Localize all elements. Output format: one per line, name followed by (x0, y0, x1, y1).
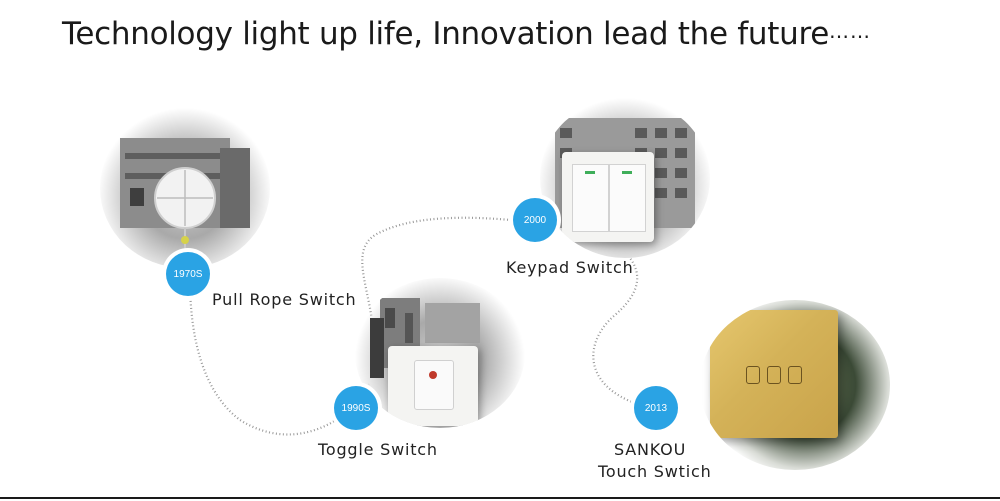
badge-1970s: 1970S (166, 252, 210, 296)
badge-2013: 2013 (634, 386, 678, 430)
headline-ellipsis: …… (828, 19, 871, 43)
touch-switch-photo (700, 300, 890, 470)
right-led-icon (622, 171, 632, 174)
keypad-switch-photo (540, 98, 710, 258)
left-led-icon (585, 171, 595, 174)
badge-1990s: 1990S (334, 386, 378, 430)
touch-button-3-icon (788, 366, 802, 384)
label-touch-switch: Touch Swtich (598, 462, 712, 481)
label-keypad-switch: Keypad Switch (506, 258, 634, 277)
building-backdrop-icon (120, 138, 250, 258)
label-toggle-switch: Toggle Switch (318, 440, 438, 459)
bottom-divider (0, 497, 1000, 499)
touch-button-2-icon (767, 366, 781, 384)
headline-text: Technology light up life, Innovation lea… (62, 16, 829, 52)
keypad-left-button (572, 164, 609, 232)
headline: Technology light up life, Innovation lea… (62, 16, 871, 52)
gold-touch-panel (710, 310, 838, 438)
touch-button-1-icon (746, 366, 760, 384)
toggle-switch-photo (355, 278, 525, 428)
pull-rope-switch-photo (100, 108, 270, 268)
toggle-switch-plate (388, 346, 478, 426)
label-pull-rope-switch: Pull Rope Switch (212, 290, 357, 309)
badge-2000: 2000 (513, 198, 557, 242)
label-sankou: SANKOU (614, 440, 687, 459)
keypad-switch-plate (562, 152, 654, 242)
toggle-indicator-icon (429, 371, 437, 379)
toggle-rocker (414, 360, 454, 410)
keypad-right-button (609, 164, 646, 232)
